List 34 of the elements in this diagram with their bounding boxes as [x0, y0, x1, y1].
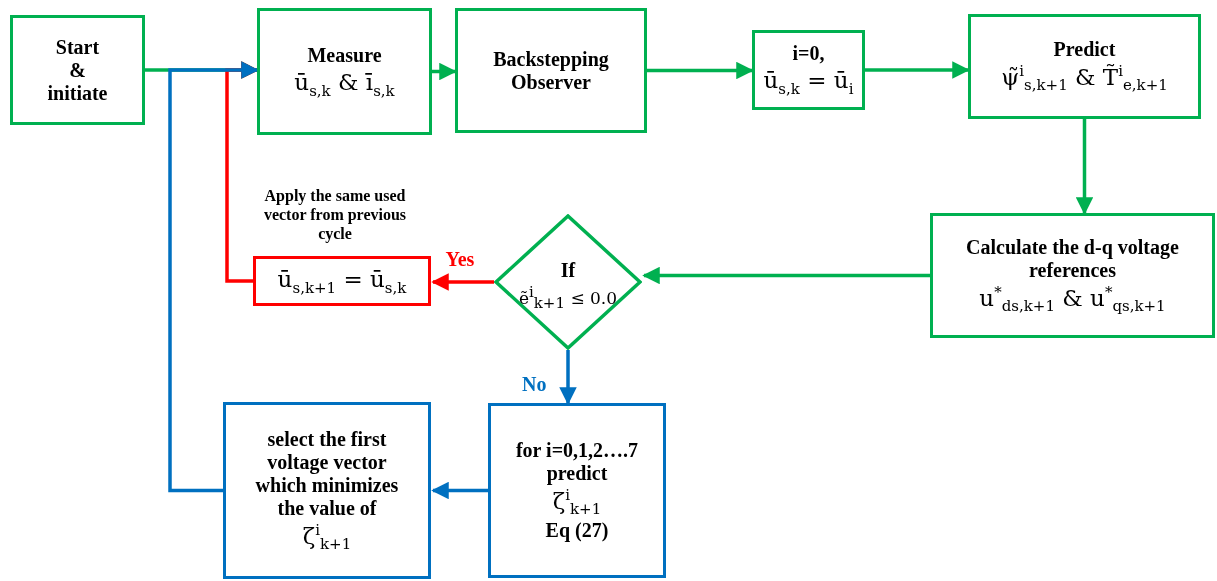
- arrow: [559, 350, 577, 405]
- decision-diamond: [494, 214, 642, 350]
- formula-text: ẽ$^{i}$$_{k+1}$ ≤ 0.0: [518, 284, 618, 313]
- box-text: i=0,: [792, 42, 825, 66]
- arrow: [431, 273, 494, 291]
- process-box: [223, 402, 431, 579]
- arrow: [865, 61, 970, 79]
- note-text: Apply the same used vector from previous cycle: [262, 186, 408, 244]
- arrow: [431, 481, 488, 500]
- arrow: [647, 61, 754, 80]
- arrow: [1075, 119, 1094, 215]
- box-text: Start & initiate: [47, 35, 108, 105]
- box-text: Calculate the d-q voltage references: [965, 235, 1180, 282]
- process-box: [752, 30, 865, 110]
- process-box: [10, 15, 145, 125]
- process-box: [253, 256, 431, 306]
- arrow: [432, 62, 457, 81]
- box-text: Measure: [307, 43, 382, 67]
- box-text: Backstepping Observer: [492, 47, 610, 94]
- formula-text: ū$_{s,k+1}$ = ū$_{s,k}$: [277, 265, 407, 297]
- process-box: [968, 14, 1201, 119]
- formula-text: ū$_{s,k}$ & ī$_{s,k}$: [294, 68, 395, 100]
- arrow: [642, 266, 930, 285]
- process-box: [488, 403, 666, 578]
- formula-text: ū$_{s,k}$ = ū$_{i}$: [763, 67, 854, 98]
- arrow: [168, 61, 259, 493]
- process-box: [930, 213, 1215, 338]
- box-text: select the first voltage vector which minimizes the value of: [254, 427, 400, 520]
- box-text: If: [560, 259, 576, 283]
- box-text: for i=0,1,2….7 predict: [514, 439, 640, 486]
- box-text: Predict: [1053, 38, 1116, 62]
- process-box: [257, 8, 432, 135]
- box-text: Eq (27): [545, 518, 609, 542]
- process-box: [455, 8, 647, 133]
